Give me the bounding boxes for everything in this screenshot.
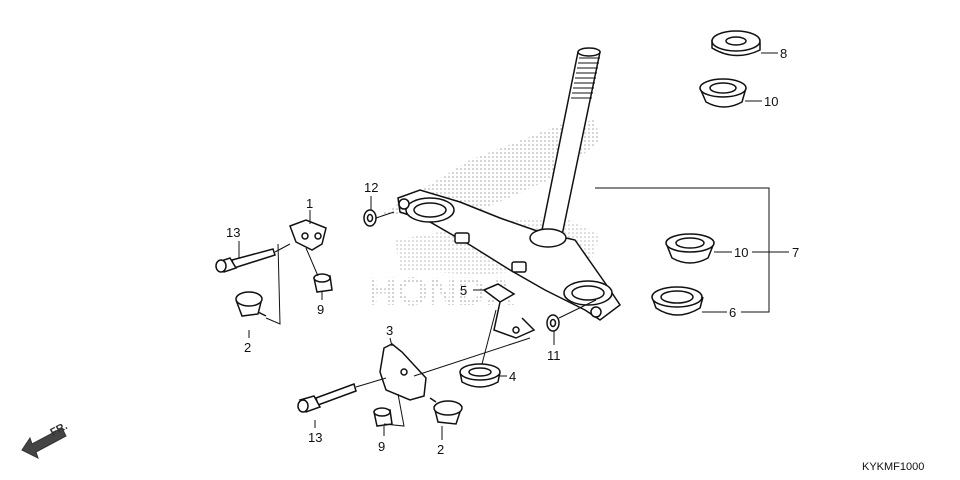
callout-10-upper: 10 (764, 94, 778, 109)
part-2-cap-upper (235, 291, 267, 317)
callout-3: 3 (386, 323, 393, 338)
part-8-top-nut (711, 30, 761, 57)
part-10-dust-seal-upper (699, 78, 747, 108)
part-10-dust-seal-lower (665, 233, 715, 264)
callout-2-upper: 2 (244, 340, 251, 355)
callout-8: 8 (780, 46, 787, 61)
callout-11: 11 (547, 348, 561, 363)
callout-10-lower: 10 (734, 245, 748, 260)
part-9-nut-lower (373, 407, 393, 427)
callout-2-lower: 2 (437, 442, 444, 457)
part-13-bolt-upper (215, 248, 276, 273)
part-6-bearing-race (651, 286, 704, 316)
callout-13-upper: 13 (226, 225, 240, 240)
part-1-bracket (289, 219, 327, 251)
callout-5: 5 (460, 283, 467, 298)
part-13-bolt-lower (297, 383, 357, 413)
part-5-clip (482, 283, 536, 339)
callout-13-lower: 13 (308, 430, 322, 445)
callout-12: 12 (364, 180, 378, 195)
steering-stem (539, 47, 601, 246)
part-9-nut-upper (313, 273, 333, 293)
part-3-bracket (379, 343, 427, 401)
callout-labels: 8 10 10 7 6 12 1 13 9 2 5 11 4 3 13 9 2 (226, 46, 799, 457)
part-2-cap-lower (429, 397, 463, 425)
callout-6: 6 (729, 305, 736, 320)
callout-4: 4 (509, 369, 516, 384)
callout-9-upper: 9 (317, 302, 324, 317)
part-11-washer (546, 314, 560, 332)
leader-lines (238, 52, 789, 440)
callout-9-lower: 9 (378, 439, 385, 454)
diagram-code: KYKMF1000 (862, 461, 924, 473)
callout-7: 7 (792, 245, 799, 260)
front-direction-arrow (21, 427, 67, 459)
part-12-washer (363, 209, 377, 227)
callout-1: 1 (306, 196, 313, 211)
part-4-grommet (459, 363, 501, 388)
bottom-bridge (397, 189, 622, 321)
